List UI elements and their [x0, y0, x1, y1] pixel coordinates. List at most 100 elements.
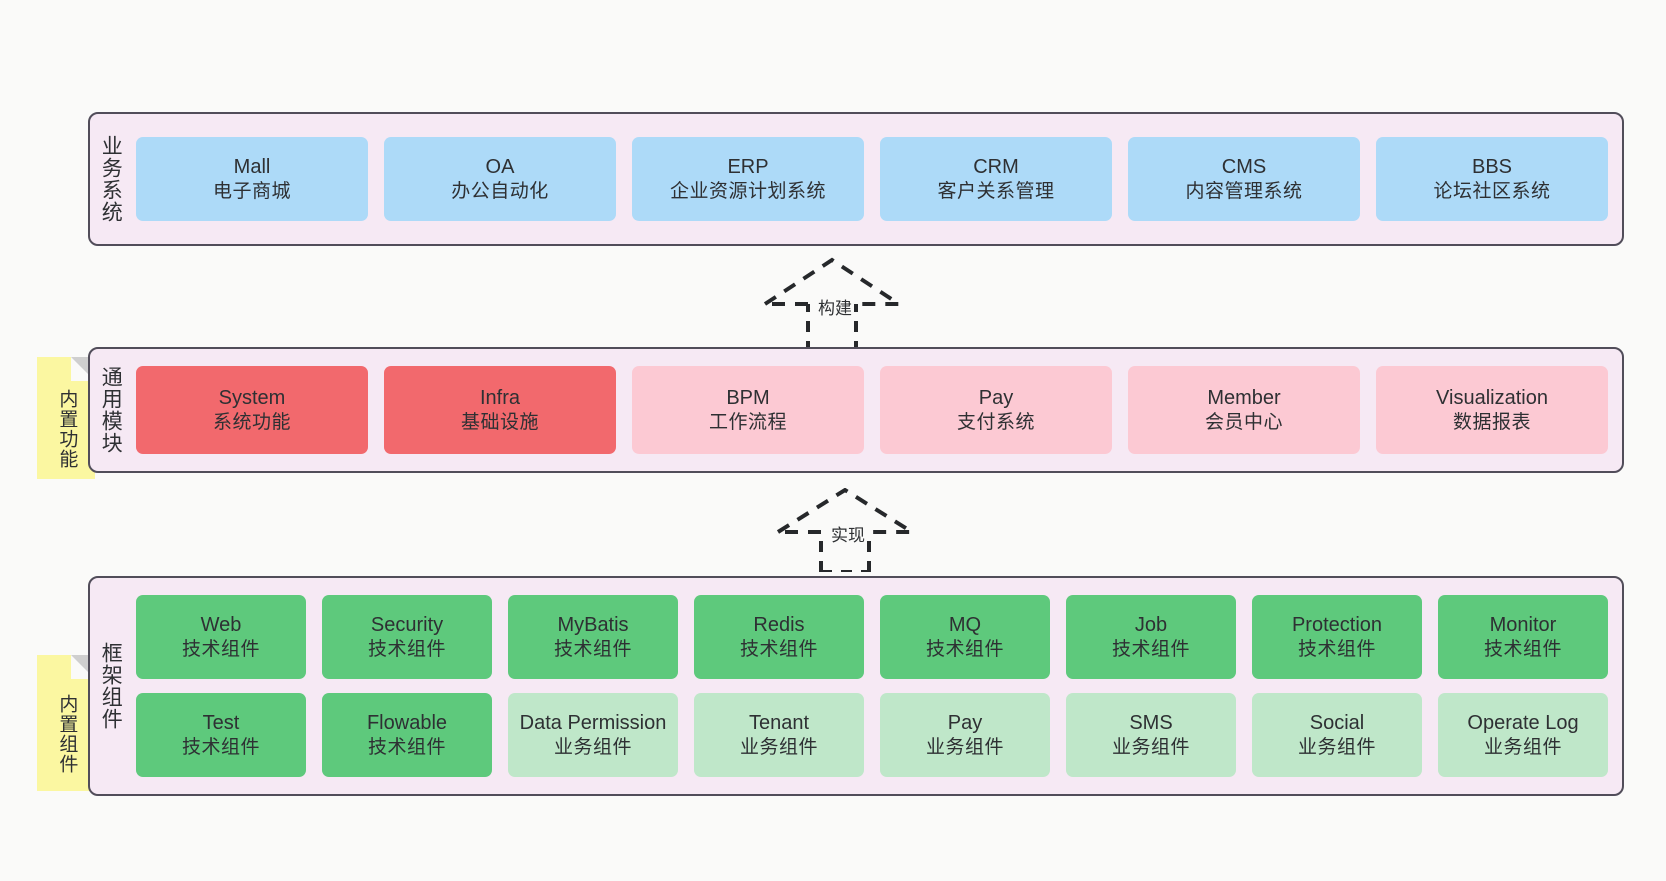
note-builtin-component: 内置组件 [37, 655, 95, 791]
node-title-cn: 数据报表 [1452, 411, 1531, 433]
node-row: Test 技术组件 Flowable 技术组件 Data Permission … [136, 693, 1608, 777]
node-title-cn: 系统功能 [212, 411, 291, 433]
node-title-en: Job [1134, 614, 1168, 637]
connector-implement: 实现 [773, 487, 923, 574]
node-operate-log[interactable]: Operate Log 业务组件 [1438, 693, 1608, 777]
node-bpm[interactable]: BPM 工作流程 [632, 366, 864, 454]
node-oa[interactable]: OA 办公自动化 [384, 137, 616, 221]
node-infra[interactable]: Infra 基础设施 [384, 366, 616, 454]
connector-build: 构建 [760, 256, 910, 354]
node-title-en: Flowable [366, 712, 448, 735]
node-title-cn: 支付系统 [956, 411, 1035, 433]
node-title-en: ERP [727, 156, 769, 179]
node-title-en: Pay [978, 387, 1014, 410]
node-title-en: Security [370, 614, 444, 637]
node-title-en: Redis [753, 614, 805, 637]
layer-body-common-module: System 系统功能 Infra 基础设施 BPM 工作流程 Pay 支付系统… [130, 349, 1622, 471]
node-row: System 系统功能 Infra 基础设施 BPM 工作流程 Pay 支付系统… [136, 366, 1608, 454]
node-title-cn: 会员中心 [1204, 411, 1283, 433]
node-crm[interactable]: CRM 客户关系管理 [880, 137, 1112, 221]
layer-title-common-module: 通用模块 [99, 366, 123, 454]
node-title-cn: 企业资源计划系统 [669, 180, 826, 202]
node-title-cn: 业务组件 [553, 736, 632, 758]
node-title-en: Member [1207, 387, 1281, 410]
layer-common-module: 通用模块 System 系统功能 Infra 基础设施 BPM 工作流程 Pay… [88, 347, 1624, 473]
node-social[interactable]: Social 业务组件 [1252, 693, 1422, 777]
node-member[interactable]: Member 会员中心 [1128, 366, 1360, 454]
node-monitor[interactable]: Monitor 技术组件 [1438, 595, 1608, 679]
node-protection[interactable]: Protection 技术组件 [1252, 595, 1422, 679]
node-row: Mall 电子商城 OA 办公自动化 ERP 企业资源计划系统 CRM 客户关系… [136, 137, 1608, 221]
node-title-cn: 技术组件 [367, 736, 446, 758]
node-title-cn: 技术组件 [181, 638, 260, 660]
node-title-cn: 技术组件 [1483, 638, 1562, 660]
node-title-en: Monitor [1489, 614, 1557, 637]
note-builtin-feature-label: 内置功能 [56, 389, 78, 469]
node-erp[interactable]: ERP 企业资源计划系统 [632, 137, 864, 221]
node-flowable[interactable]: Flowable 技术组件 [322, 693, 492, 777]
layer-body-business-system: Mall 电子商城 OA 办公自动化 ERP 企业资源计划系统 CRM 客户关系… [130, 114, 1622, 244]
connector-implement-label: 实现 [829, 521, 867, 546]
node-title-cn: 技术组件 [739, 638, 818, 660]
node-web[interactable]: Web 技术组件 [136, 595, 306, 679]
node-pay-module[interactable]: Pay 支付系统 [880, 366, 1112, 454]
layer-title-framework-component: 框架组件 [99, 642, 123, 730]
node-data-permission[interactable]: Data Permission 业务组件 [508, 693, 678, 777]
layer-title-business-system: 业务系统 [99, 135, 123, 223]
node-title-en: OA [485, 156, 515, 179]
node-title-en: Tenant [748, 712, 810, 735]
node-tenant[interactable]: Tenant 业务组件 [694, 693, 864, 777]
node-title-en: BBS [1471, 156, 1513, 179]
node-system[interactable]: System 系统功能 [136, 366, 368, 454]
node-title-en: Visualization [1436, 387, 1548, 410]
node-mq[interactable]: MQ 技术组件 [880, 595, 1050, 679]
node-title-en: BPM [726, 387, 770, 410]
node-title-en: MyBatis [557, 614, 629, 637]
node-title-en: Protection [1291, 614, 1383, 637]
node-title-cn: 论坛社区系统 [1433, 180, 1551, 202]
node-title-cn: 技术组件 [181, 736, 260, 758]
node-title-cn: 业务组件 [1111, 736, 1190, 758]
node-title-cn: 内容管理系统 [1185, 180, 1303, 202]
node-security[interactable]: Security 技术组件 [322, 595, 492, 679]
node-title-en: CRM [973, 156, 1019, 179]
node-redis[interactable]: Redis 技术组件 [694, 595, 864, 679]
connector-build-label: 构建 [816, 294, 854, 319]
node-title-en: System [218, 387, 286, 410]
node-cms[interactable]: CMS 内容管理系统 [1128, 137, 1360, 221]
node-title-cn: 技术组件 [925, 638, 1004, 660]
node-title-cn: 电子商城 [212, 180, 291, 202]
node-mall[interactable]: Mall 电子商城 [136, 137, 368, 221]
layer-body-framework-component: Web 技术组件 Security 技术组件 MyBatis 技术组件 Redi… [130, 578, 1622, 794]
node-mybatis[interactable]: MyBatis 技术组件 [508, 595, 678, 679]
node-title-en: Infra [479, 387, 521, 410]
node-title-cn: 技术组件 [553, 638, 632, 660]
connector-build-arrow [763, 257, 906, 354]
note-builtin-component-label: 内置组件 [56, 694, 78, 774]
node-sms[interactable]: SMS 业务组件 [1066, 693, 1236, 777]
node-title-en: MQ [948, 614, 982, 637]
node-title-en: Social [1309, 712, 1365, 735]
node-title-cn: 基础设施 [460, 411, 539, 433]
node-test[interactable]: Test 技术组件 [136, 693, 306, 777]
layer-business-system: 业务系统 Mall 电子商城 OA 办公自动化 ERP 企业资源计划系统 CRM… [88, 112, 1624, 246]
node-title-cn: 客户关系管理 [937, 180, 1055, 202]
node-title-en: SMS [1129, 712, 1173, 735]
node-title-cn: 技术组件 [1297, 638, 1376, 660]
node-title-cn: 业务组件 [925, 736, 1004, 758]
node-title-en: Data Permission [519, 712, 667, 735]
connector-implement-arrow [776, 487, 919, 574]
node-bbs[interactable]: BBS 论坛社区系统 [1376, 137, 1608, 221]
node-pay-component[interactable]: Pay 业务组件 [880, 693, 1050, 777]
node-visualization[interactable]: Visualization 数据报表 [1376, 366, 1608, 454]
node-title-cn: 业务组件 [1483, 736, 1562, 758]
node-title-en: CMS [1221, 156, 1267, 179]
node-job[interactable]: Job 技术组件 [1066, 595, 1236, 679]
node-row: Web 技术组件 Security 技术组件 MyBatis 技术组件 Redi… [136, 595, 1608, 679]
node-title-en: Web [200, 614, 242, 637]
note-builtin-feature: 内置功能 [37, 357, 95, 479]
node-title-en: Test [202, 712, 240, 735]
node-title-cn: 工作流程 [708, 411, 787, 433]
node-title-cn: 技术组件 [1111, 638, 1190, 660]
